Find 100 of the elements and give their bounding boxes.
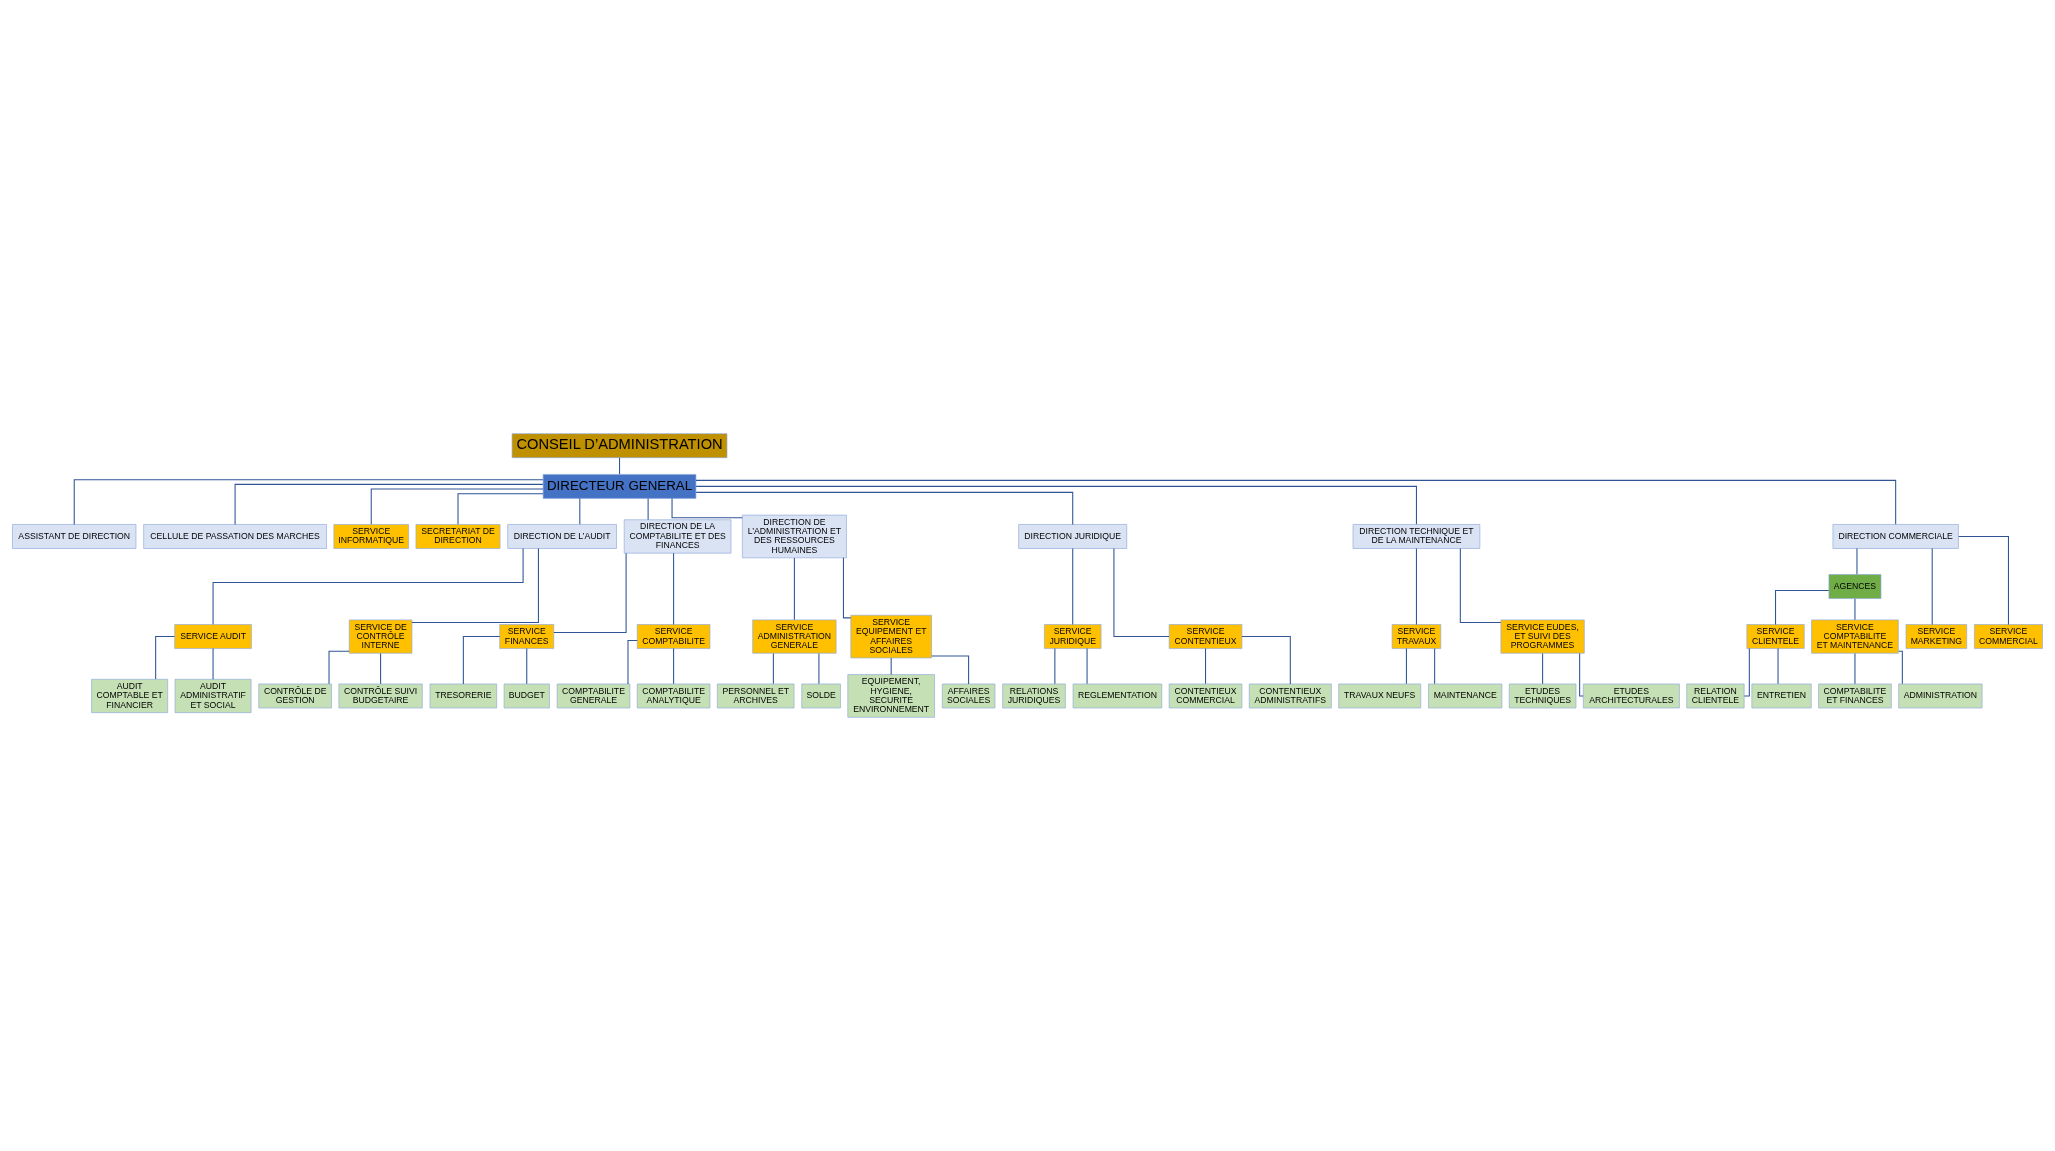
connector — [457, 493, 544, 525]
connector — [695, 479, 1897, 525]
node-box: ENTRETIEN — [1751, 683, 1812, 709]
node-box: AGENCES — [1828, 574, 1882, 599]
connector — [793, 557, 795, 621]
node-box: REGLEMENTATION — [1072, 683, 1163, 709]
node-box: PERSONNEL ET ARCHIVES — [716, 683, 795, 709]
node-box: SERVICE EUDES, ET SUIVI DES PROGRAMMES — [1500, 619, 1585, 654]
node-box: COMPTABILITE ANALYTIQUE — [636, 683, 711, 709]
node-box: SERVICE CLIENTELE — [1746, 624, 1805, 649]
connector — [673, 552, 675, 626]
connector — [1775, 590, 1830, 625]
node-box: DIRECTEUR GENERAL — [542, 474, 697, 499]
connector — [1113, 548, 1170, 638]
connector — [1405, 648, 1407, 685]
connector — [1459, 548, 1502, 624]
connector — [627, 640, 638, 685]
connector — [380, 652, 382, 685]
node-box: ETUDES ARCHITECTURALES — [1582, 683, 1680, 709]
connector — [1054, 648, 1056, 685]
connector — [1777, 648, 1779, 685]
connector — [1086, 648, 1088, 685]
node-box: DIRECTION JURIDIQUE — [1018, 524, 1128, 549]
connector — [1072, 548, 1074, 625]
node-box: SERVICE ADMINISTRATION GENERALE — [752, 619, 837, 654]
node-box: SERVICE DE CONTRÔLE INTERNE — [348, 619, 413, 654]
node-box: DIRECTION DE LA COMPTABILITE ET DES FINANCES — [623, 519, 732, 554]
node-box: DIRECTION COMMERCIALE — [1832, 524, 1959, 549]
connector — [328, 650, 350, 685]
node-box: DIRECTION DE L’ADMINISTRATION ET DES RESSOURCES HUMAINES — [742, 514, 847, 559]
connector — [1856, 548, 1858, 575]
node-box: CONTENTIEUX ADMINISTRATIFS — [1248, 683, 1332, 709]
node-box: SERVICE COMPTABILITE ET MAINTENANCE — [1811, 619, 1899, 654]
node-box: SERVICE AUDIT — [174, 624, 252, 649]
connector — [671, 497, 743, 519]
node-box: SECRETARIAT DE DIRECTION — [415, 524, 501, 549]
node-box: SERVICE CONTENTIEUX — [1168, 624, 1243, 649]
node-box: SERVICE TRAVAUX — [1391, 624, 1442, 649]
node-box: ASSISTANT DE DIRECTION — [12, 524, 137, 549]
connector — [818, 652, 820, 685]
connector — [1931, 548, 1933, 625]
connector — [695, 485, 1417, 525]
connector — [1434, 648, 1436, 685]
node-box: CONTRÔLE SUIVI BUDGETAIRE — [338, 683, 423, 709]
connector — [890, 657, 892, 676]
connector — [526, 648, 528, 685]
connector — [1415, 548, 1417, 625]
node-box: RELATION CLIENTELE — [1686, 683, 1745, 709]
connector — [370, 488, 544, 525]
node-box: SERVICE COMMERCIAL — [1974, 624, 2043, 649]
connector — [1542, 652, 1544, 685]
node-box: AUDIT ADMINISTRATIF ET SOCIAL — [174, 678, 252, 713]
connector — [1241, 636, 1291, 685]
connector — [1854, 598, 1856, 621]
connector — [155, 636, 175, 680]
node-box: RELATIONS JURIDIQUES — [1002, 683, 1066, 709]
node-box: BUDGET — [503, 683, 550, 709]
connector — [1854, 652, 1856, 685]
connector — [579, 498, 581, 525]
node-box: AFFAIRES SOCIALES — [941, 683, 996, 709]
connector — [212, 648, 214, 680]
connector — [1958, 535, 2009, 626]
connector — [212, 548, 524, 625]
connector — [234, 483, 544, 525]
node-box: TRESORERIE — [429, 683, 498, 709]
node-box: MAINTENANCE — [1428, 683, 1503, 709]
node-box: TRAVAUX NEUFS — [1338, 683, 1422, 709]
node-box: ADMINISTRATION — [1898, 683, 1983, 709]
connector — [647, 498, 649, 521]
connector — [1898, 650, 1903, 685]
connector — [1205, 648, 1207, 685]
connector — [73, 479, 544, 525]
node-box: EQUIPEMENT, HYGIENE, SECURITE ENVIRONNEMENT — [847, 674, 935, 718]
node-box: SERVICE COMPTABILITE — [636, 624, 711, 649]
connector — [1579, 652, 1584, 697]
connector — [1743, 648, 1750, 697]
node-box: CONSEIL D’ADMINISTRATION — [511, 433, 728, 459]
node-box: CONTENTIEUX COMMERCIAL — [1168, 683, 1243, 709]
connector — [462, 636, 501, 685]
connector — [772, 652, 774, 685]
connector — [619, 457, 621, 475]
node-box: SOLDE — [801, 683, 841, 709]
node-box: SERVICE FINANCES — [499, 624, 555, 649]
connector — [553, 552, 627, 634]
node-box: SERVICE JURIDIQUE — [1044, 624, 1102, 649]
node-box: COMPTABILITE ET FINANCES — [1818, 683, 1892, 709]
connector — [931, 655, 970, 685]
connector — [411, 548, 539, 624]
connector — [695, 491, 1074, 525]
node-box: ETUDES TECHNIQUES — [1508, 683, 1577, 709]
connector — [673, 648, 675, 685]
node-box: SERVICE EQUIPEMENT ET AFFAIRES SOCIALES — [850, 614, 932, 659]
node-box: DIRECTION TECHNIQUE ET DE LA MAINTENANCE — [1352, 524, 1481, 549]
node-box: SERVICE MARKETING — [1905, 624, 1968, 649]
node-box: AUDIT COMPTABLE ET FINANCIER — [91, 678, 168, 713]
connector — [842, 557, 852, 619]
node-box: SERVICE INFORMATIQUE — [333, 524, 409, 549]
node-box: CONTRÔLE DE GESTION — [258, 683, 332, 709]
node-box: CELLULE DE PASSATION DES MARCHES — [143, 524, 327, 549]
node-box: COMPTABILITE GENERALE — [556, 683, 631, 709]
